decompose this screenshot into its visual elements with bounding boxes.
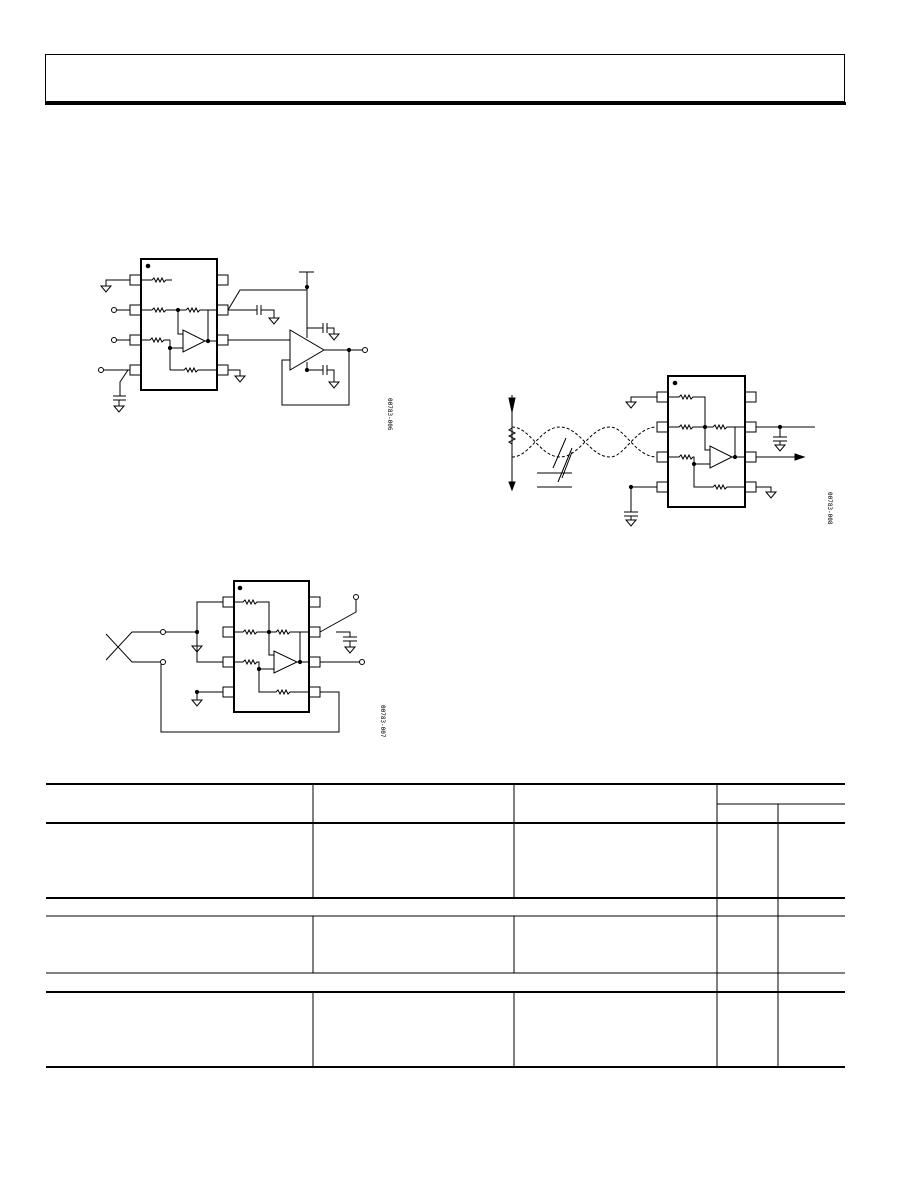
- page-header-rule: [45, 102, 846, 105]
- figure-id-00783-007: 00783-007: [379, 705, 386, 738]
- spec-table-grid: [46, 783, 845, 1068]
- figure-thermocouple-input: [105, 580, 365, 733]
- page-header-box: [45, 54, 845, 102]
- figure-twisted-pair-receiver: [507, 375, 815, 527]
- figure-id-00783-006: 00783-006: [386, 398, 393, 431]
- figure-buffered-amplifier: [98, 258, 368, 413]
- figure-id-00783-008: 00783-008: [826, 492, 833, 525]
